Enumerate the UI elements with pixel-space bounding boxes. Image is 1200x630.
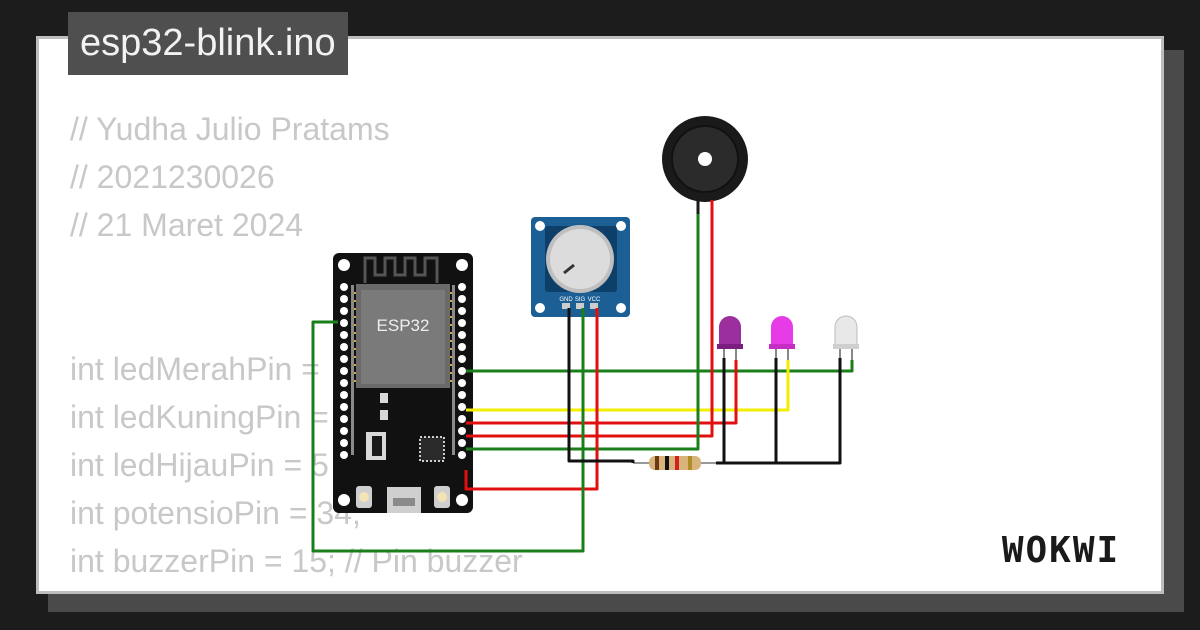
code-line: int ledHijauPin = 5	[70, 447, 329, 483]
wire-red-led-purple	[466, 360, 738, 425]
wire-green-buzzer	[466, 214, 700, 451]
pot-pin-vcc: VCC	[588, 297, 601, 303]
pot-pin-gnd: GND	[559, 297, 573, 303]
led-magenta[interactable]	[769, 316, 795, 360]
code-line: int ledKuningPin =	[70, 399, 329, 435]
wire-black-pot-gnd	[567, 308, 635, 463]
chip-label: ESP32	[377, 316, 430, 335]
code-line: // Yudha Julio Pratams	[70, 111, 390, 147]
resistor[interactable]	[633, 456, 716, 470]
wokwi-logo: WOKWI	[1002, 530, 1120, 571]
wire-yellow-led-magenta	[466, 360, 790, 412]
wire-red-buzzer	[466, 214, 714, 438]
preview-card: // Yudha Julio Pratams // 2021230026 // …	[36, 36, 1164, 594]
buzzer[interactable]	[662, 116, 748, 214]
code-line: // 2021230026	[70, 159, 275, 195]
wire-green-led-white	[466, 360, 854, 373]
led-white[interactable]	[833, 315, 859, 360]
esp32-board[interactable]: ESP32	[333, 253, 473, 513]
potentiometer[interactable]: GND SIG VCC	[531, 217, 630, 317]
project-title-tab: esp32-blink.ino	[68, 12, 348, 75]
code-line: int buzzerPin = 15; // Pin buzzer	[70, 543, 523, 579]
wokwi-logo-text: WOKWI	[1002, 530, 1120, 571]
pot-pin-sig: SIG	[575, 297, 586, 303]
code-line: // 21 Maret 2024	[70, 207, 304, 243]
led-purple[interactable]	[717, 316, 743, 360]
wire-red-pot-vcc	[464, 308, 599, 491]
circuit-diagram: ESP32	[311, 116, 859, 553]
wire-black-ground-rail	[716, 358, 842, 465]
wires	[311, 214, 854, 553]
code-listing: // Yudha Julio Pratams // 2021230026 // …	[70, 105, 523, 591]
wire-green-pot-sig	[311, 308, 585, 553]
code-line: int ledMerahPin =	[70, 351, 320, 387]
